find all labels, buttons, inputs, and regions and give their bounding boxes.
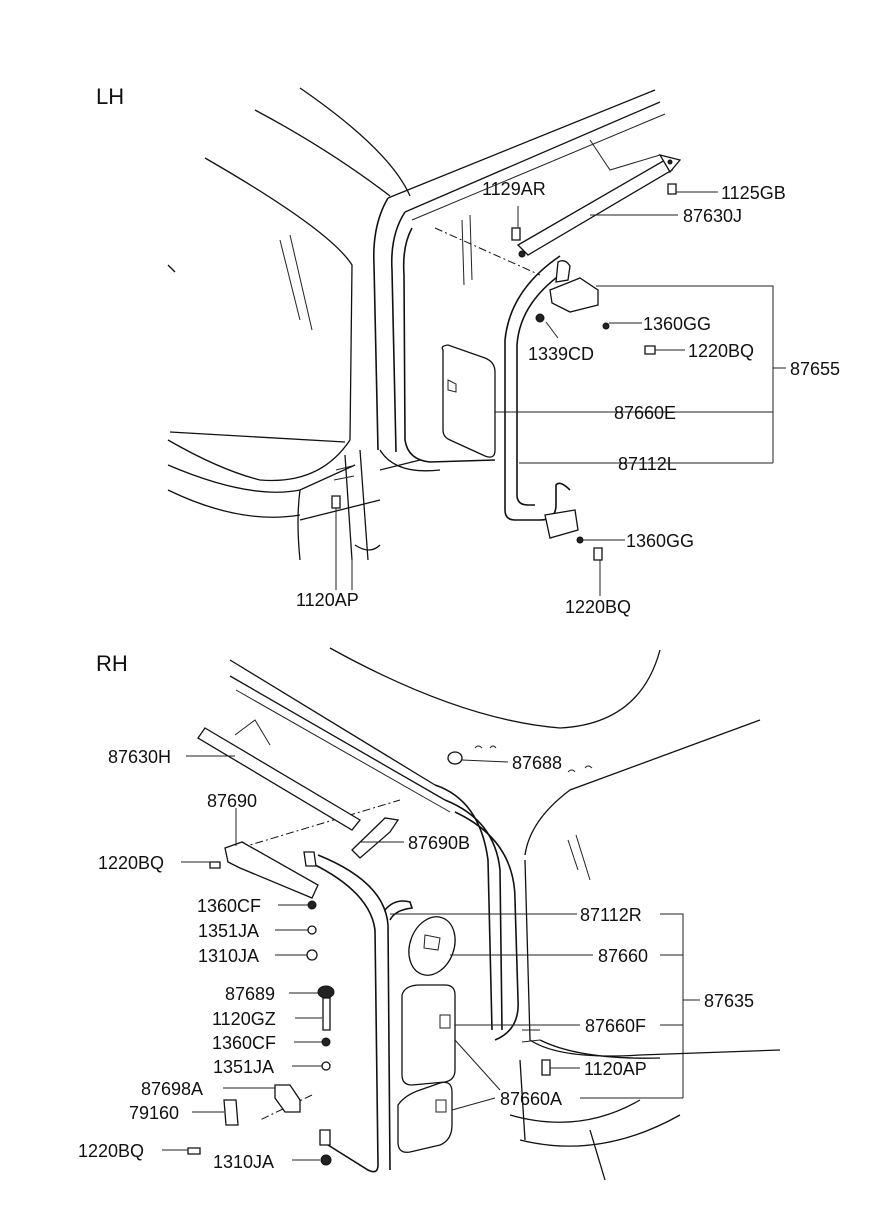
label-1120ap-lh: 1120AP bbox=[296, 590, 359, 610]
label-1120gz: 1120GZ bbox=[212, 1009, 276, 1029]
label-1220bq-rh-upper: 1220BQ bbox=[98, 853, 164, 873]
label-1310ja-lower: 1310JA bbox=[213, 1152, 274, 1172]
rh-vehicle-body bbox=[229, 647, 781, 1181]
label-87690b: 87690B bbox=[408, 833, 470, 853]
label-1360gg-upper: 1360GG bbox=[643, 314, 711, 334]
label-87660f: 87660F bbox=[585, 1016, 646, 1036]
label-1220bq-rh-lower: 1220BQ bbox=[78, 1141, 144, 1161]
label-87630j: 87630J bbox=[683, 206, 742, 226]
rh-parts bbox=[187, 719, 593, 1173]
label-87688: 87688 bbox=[512, 753, 562, 773]
section-title-rh: RH bbox=[96, 651, 128, 676]
label-79160: 79160 bbox=[129, 1103, 179, 1123]
label-87635: 87635 bbox=[704, 991, 754, 1011]
lh-leaders bbox=[335, 139, 786, 596]
label-87660e: 87660E bbox=[614, 403, 676, 423]
label-1351ja-lower: 1351JA bbox=[213, 1057, 274, 1077]
label-1220bq-upper: 1220BQ bbox=[688, 341, 754, 361]
label-1120ap-rh: 1120AP bbox=[584, 1059, 647, 1079]
label-1220bq-lower: 1220BQ bbox=[565, 597, 631, 617]
label-1129ar-lh: 1129AR bbox=[482, 179, 546, 199]
label-87655: 87655 bbox=[790, 359, 840, 379]
lh-vehicle-body bbox=[167, 87, 666, 561]
lh-parts bbox=[331, 153, 682, 561]
label-87112r: 87112R bbox=[580, 905, 642, 925]
label-1360cf-upper: 1360CF bbox=[197, 896, 261, 916]
label-87698a: 87698A bbox=[141, 1079, 203, 1099]
label-1339cd: 1339CD bbox=[528, 344, 594, 364]
rh-leaders bbox=[162, 755, 700, 1161]
label-87630h: 87630H bbox=[108, 747, 171, 767]
section-title-lh: LH bbox=[96, 84, 124, 109]
label-1360gg-lower: 1360GG bbox=[626, 531, 694, 551]
label-1351ja-upper: 1351JA bbox=[198, 921, 259, 941]
label-87689: 87689 bbox=[225, 984, 275, 1004]
label-87660: 87660 bbox=[598, 946, 648, 966]
label-1310ja-upper: 1310JA bbox=[198, 946, 259, 966]
label-1125gb: 1125GB bbox=[721, 183, 786, 203]
label-87660a: 87660A bbox=[500, 1089, 562, 1109]
label-87112l: 87112L bbox=[618, 454, 677, 474]
label-87690: 87690 bbox=[207, 791, 257, 811]
label-1360cf-lower: 1360CF bbox=[212, 1033, 276, 1053]
